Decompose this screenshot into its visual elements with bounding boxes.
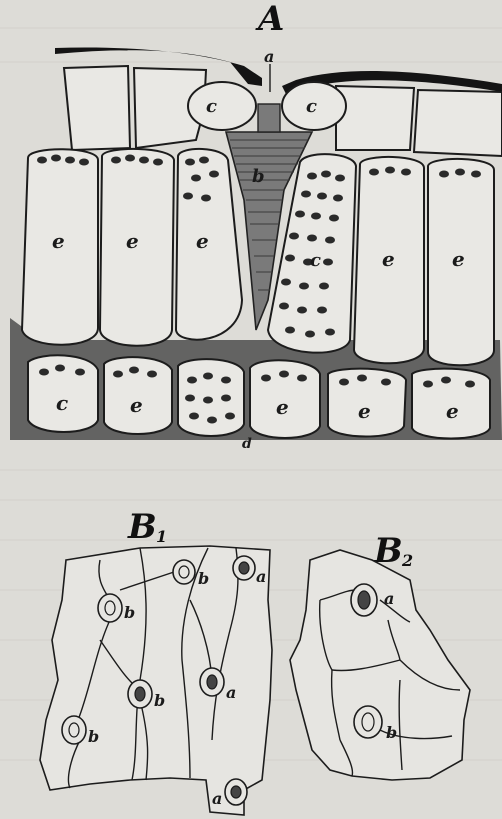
label-e: e xyxy=(358,399,371,423)
stoma-a2 xyxy=(200,668,224,696)
stoma-b2-b xyxy=(354,706,382,738)
label-c-right: c xyxy=(306,96,317,117)
stoma-a3 xyxy=(225,779,247,805)
epidermis-cell xyxy=(414,90,502,156)
guard-cell xyxy=(188,82,256,130)
label-d: d xyxy=(242,436,252,452)
label-c-mid: c xyxy=(310,250,321,271)
stomatal-pore xyxy=(258,104,280,132)
stoma-b1 xyxy=(173,560,195,584)
stoma-b2 xyxy=(98,594,122,622)
epidermis-cell xyxy=(336,86,414,150)
label-e: e xyxy=(196,229,209,253)
stoma-b2-a xyxy=(351,584,377,616)
panel-a: A c c a b xyxy=(10,0,502,452)
label-b: b xyxy=(154,691,165,710)
stoma-b3 xyxy=(128,680,152,708)
label-e: e xyxy=(276,395,289,419)
label-e: e xyxy=(126,229,139,253)
panel-b1: B 1 xyxy=(40,507,272,815)
stoma-b4 xyxy=(62,716,86,744)
label-c-left: c xyxy=(206,96,217,117)
panel-a-title: A xyxy=(255,0,284,39)
label-e: e xyxy=(52,229,65,253)
label-b: b xyxy=(88,727,99,746)
epidermis-cell xyxy=(64,66,130,150)
label-e: e xyxy=(382,247,395,271)
label-a: a xyxy=(264,47,274,66)
palisade-cell xyxy=(176,149,242,340)
label-a: a xyxy=(212,789,222,808)
panel-b2-title-index: 2 xyxy=(401,551,413,570)
panel-b1-title-index: 1 xyxy=(156,527,167,546)
label-c-bottom: c xyxy=(56,391,68,415)
label-b: b xyxy=(252,166,265,187)
label-a: a xyxy=(384,589,394,608)
label-a: a xyxy=(226,683,236,702)
panel-b1-title-letter: B xyxy=(127,507,157,547)
label-b: b xyxy=(386,723,397,742)
stoma-a1 xyxy=(233,556,255,580)
label-e: e xyxy=(446,399,459,423)
label-b: b xyxy=(124,603,135,622)
label-e: e xyxy=(130,393,143,417)
label-a: a xyxy=(256,567,266,586)
label-b: b xyxy=(198,569,209,588)
panel-b2: B 2 a b xyxy=(290,531,470,780)
label-e: e xyxy=(452,247,465,271)
